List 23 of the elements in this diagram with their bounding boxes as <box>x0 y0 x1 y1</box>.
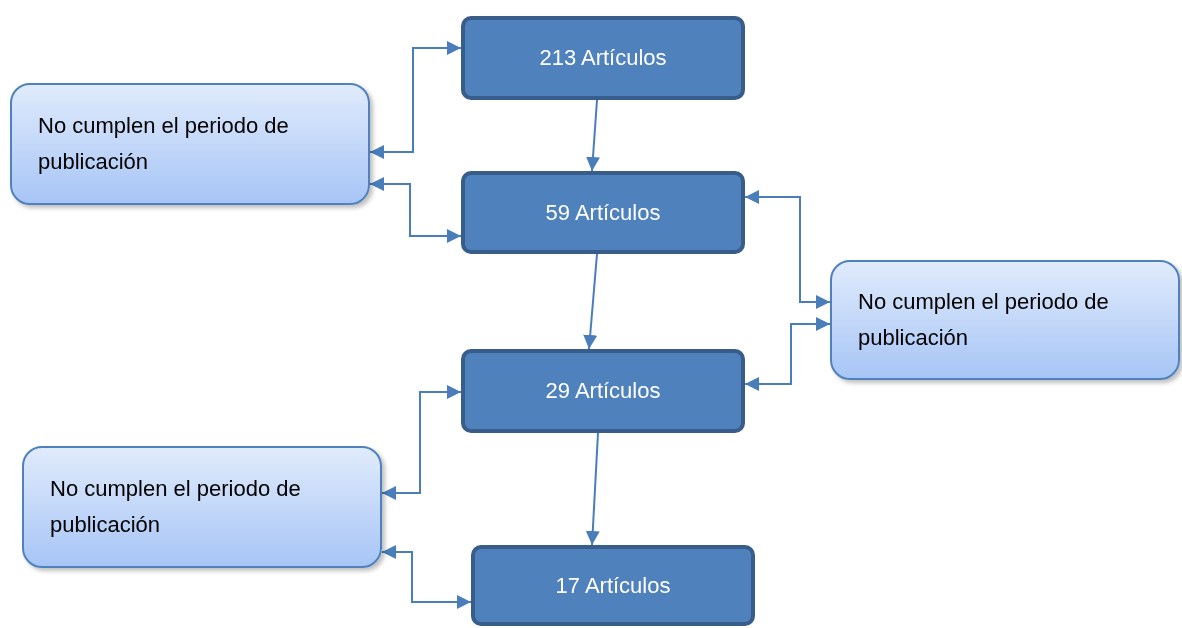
process-box <box>471 545 755 626</box>
arrow <box>369 177 462 243</box>
arrow <box>744 317 831 391</box>
box-text: No cumplen el periodo de publicación <box>50 474 302 539</box>
process-box <box>461 349 745 433</box>
box-text: 59 Artículos <box>545 199 661 226</box>
arrow <box>381 545 472 609</box>
arrow <box>381 385 462 500</box>
note-box <box>10 83 370 205</box>
box-text: 17 Artículos <box>555 572 671 599</box>
box-text: No cumplen el periodo de publicación <box>858 287 1110 352</box>
note-box <box>830 260 1180 380</box>
arrow <box>744 190 831 309</box>
arrow <box>583 253 598 350</box>
process-box <box>461 16 745 100</box>
box-text: 29 Artículos <box>545 378 661 404</box>
box-text: No cumplen el periodo de publicación <box>38 111 290 176</box>
note-box <box>22 446 382 568</box>
arrow <box>585 432 600 546</box>
box-text: 213 Artículos <box>539 45 667 71</box>
arrow <box>586 99 600 172</box>
process-box <box>461 171 745 254</box>
arrow <box>369 41 462 159</box>
